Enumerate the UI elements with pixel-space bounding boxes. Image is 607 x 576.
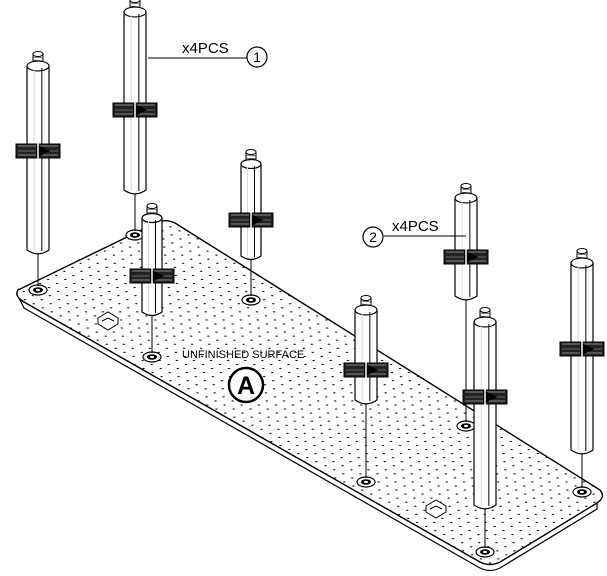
thumb-nut-icon (462, 389, 508, 405)
thumb-nut-icon (559, 341, 605, 357)
surface-label: UNFINISHED SURFACE (182, 349, 304, 361)
thumb-nut-icon (443, 249, 489, 265)
mount-washer (356, 476, 376, 488)
callout-2-circle (362, 226, 384, 248)
thumb-nut-icon (129, 268, 175, 284)
cylinder-body (141, 212, 163, 317)
cylinder-body (26, 60, 50, 255)
mount-washer (28, 284, 48, 296)
base-panel (16, 220, 604, 572)
callout-2-quantity: x4PCS (392, 218, 439, 235)
mount-washer (142, 351, 162, 363)
cylinder-body (473, 316, 497, 510)
standoff-post (112, 0, 158, 241)
thumb-nut-icon (112, 102, 158, 118)
thumb-nut-icon (343, 362, 389, 378)
clip-bracket-icon (425, 499, 447, 519)
panel-dot-texture (16, 220, 603, 565)
standoff-post (559, 248, 605, 498)
callout-1-circle (246, 46, 268, 68)
mount-washer (572, 486, 592, 498)
mount-washer (125, 229, 145, 241)
mount-washer (241, 294, 261, 306)
standoff-post (15, 51, 61, 296)
cylinder-body (354, 304, 378, 405)
cylinder-body (240, 158, 262, 261)
callout-2-number: 2 (369, 229, 377, 245)
thumb-nut-icon (228, 212, 274, 228)
clip-bracket-icon (97, 311, 119, 331)
callout-2: x4PCS 2 (362, 218, 466, 248)
callout-1-number: 1 (253, 49, 261, 65)
callout-1-quantity: x4PCS (182, 40, 229, 57)
cylinder-body (123, 6, 147, 195)
standoff-post (129, 203, 175, 363)
part-letter: A (237, 372, 255, 400)
mount-washer (456, 420, 476, 432)
standoff-group (15, 0, 605, 558)
standoff-post (462, 307, 508, 558)
standoff-post (228, 149, 274, 306)
standoff-post (343, 295, 389, 488)
part-letter-badge: A (227, 366, 265, 404)
cylinder-body (454, 192, 478, 301)
cylinder-body (570, 257, 594, 455)
mount-washer (475, 546, 495, 558)
callout-1: x4PCS 1 (148, 40, 268, 68)
thumb-nut-icon (15, 143, 61, 159)
